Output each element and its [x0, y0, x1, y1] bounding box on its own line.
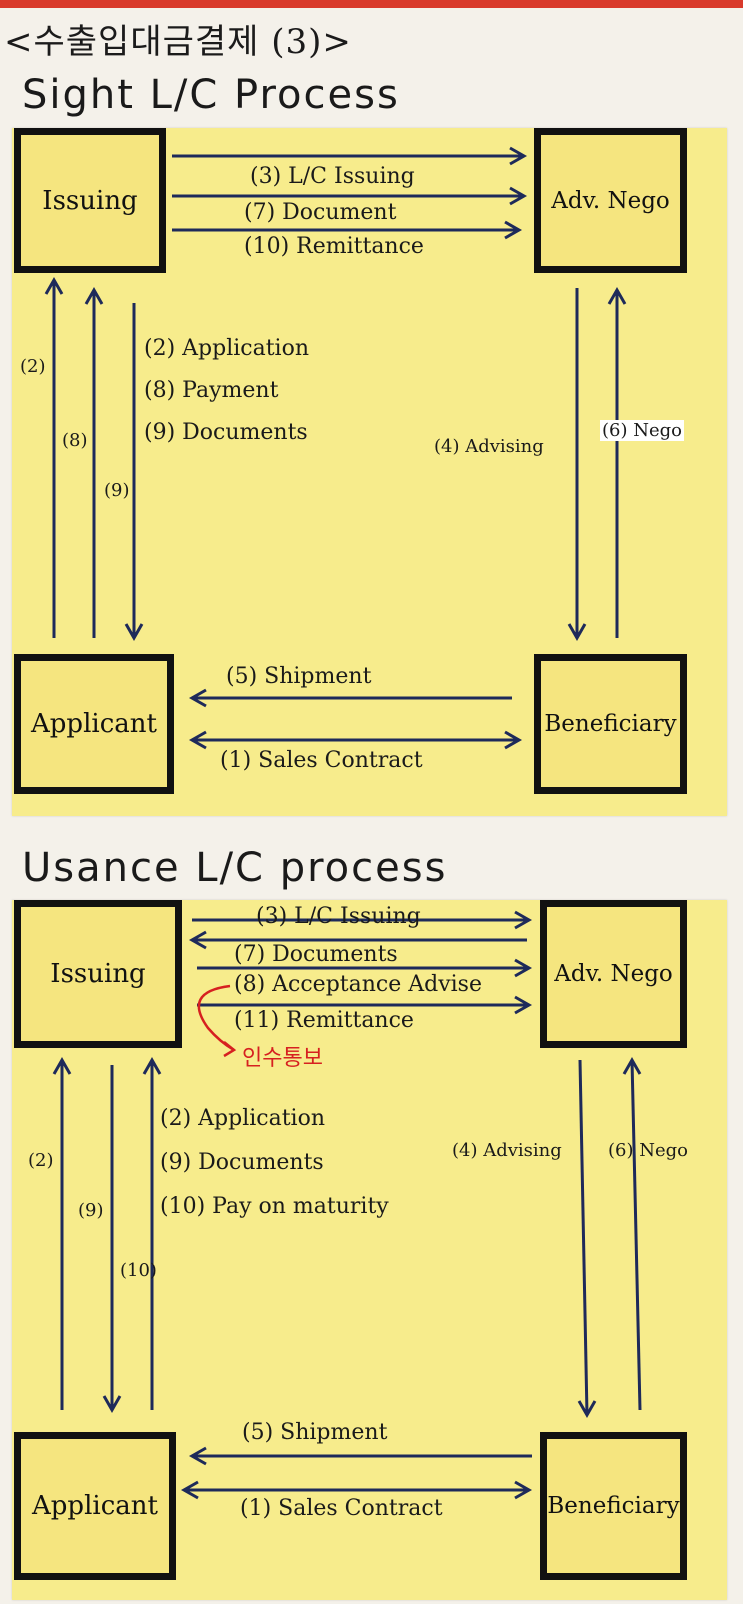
label-9: (9) — [78, 1200, 104, 1221]
label-sales-contract: (1) Sales Contract — [240, 1496, 443, 1521]
label-application: (2) Application — [160, 1106, 326, 1131]
sight-title: Sight L/C Process — [22, 72, 400, 118]
usance-arrows — [52, 910, 642, 1500]
label-remittance: (10) Remittance — [244, 234, 424, 259]
label-advising: (4) Advising — [434, 436, 544, 457]
usance-diagram: Issuing Adv. Nego Applicant Beneficiary … — [12, 900, 727, 1600]
label-advising: (4) Advising — [452, 1140, 562, 1161]
label-payment: (8) Payment — [144, 378, 279, 403]
label-document: (7) Document — [244, 200, 397, 225]
beneficiary-box: Beneficiary — [534, 654, 687, 794]
adv-nego-box: Adv. Nego — [534, 128, 687, 273]
adv-nego-box: Adv. Nego — [540, 900, 687, 1048]
beneficiary-box: Beneficiary — [540, 1432, 687, 1580]
label-acceptance-note: 인수통보 — [242, 1046, 323, 1071]
label-9: (9) — [104, 480, 130, 501]
label-shipment: (5) Shipment — [242, 1420, 388, 1445]
label-lc-issuing: (3) L/C Issuing — [250, 164, 415, 189]
label-remittance: (11) Remittance — [234, 1008, 414, 1033]
sight-arrows — [44, 146, 627, 750]
applicant-box: Applicant — [14, 654, 174, 794]
label-2: (2) — [20, 356, 46, 377]
label-nego: (6) Nego — [608, 1140, 688, 1161]
page-header: <수출입대금결제 (3)> — [4, 22, 352, 62]
label-10: (10) — [120, 1260, 157, 1281]
applicant-box: Applicant — [14, 1432, 176, 1580]
top-red-bar — [0, 0, 743, 8]
label-nego: (6) Nego — [600, 420, 684, 441]
usance-title: Usance L/C process — [22, 845, 448, 891]
label-pay-on-maturity: (10) Pay on maturity — [160, 1194, 389, 1219]
sight-diagram: Issuing Adv. Nego Applicant Beneficiary … — [12, 128, 727, 816]
label-acceptance-advise: (8) Acceptance Advise — [234, 972, 482, 997]
label-documents: (9) Documents — [160, 1150, 324, 1175]
issuing-box: Issuing — [14, 128, 166, 273]
label-sales-contract: (1) Sales Contract — [220, 748, 423, 773]
label-8: (8) — [62, 430, 88, 451]
label-documents: (9) Documents — [144, 420, 308, 445]
issuing-box: Issuing — [14, 900, 182, 1048]
label-lc-issuing: (3) L/C Issuing — [256, 904, 421, 929]
label-application: (2) Application — [144, 336, 310, 361]
label-2: (2) — [28, 1150, 54, 1171]
label-documents-top: (7) Documents — [234, 942, 398, 967]
label-shipment: (5) Shipment — [226, 664, 372, 689]
